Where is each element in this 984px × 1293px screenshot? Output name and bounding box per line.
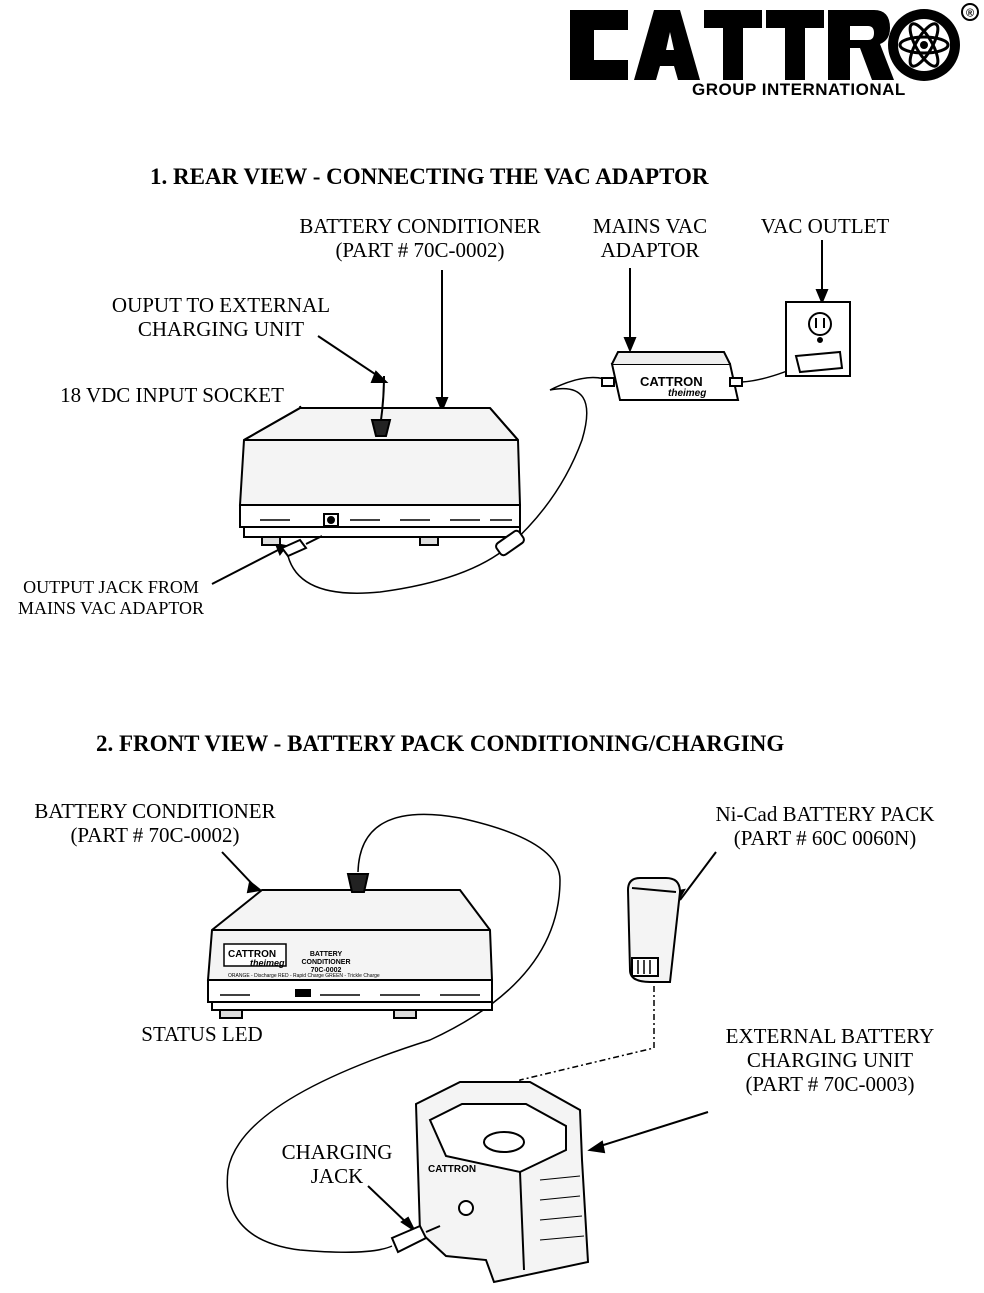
conditioner-legend: ORANGE - Discharge RED - Rapid Charge GR… [228, 973, 380, 979]
label-charging-jack: CHARGING JACK [262, 1140, 412, 1188]
conditioner-title-3: 70C-0002 [311, 967, 342, 974]
label-line: CHARGING [281, 1140, 393, 1164]
cable-ferrite [495, 529, 525, 557]
leader-line [367, 1185, 411, 1227]
label-line: JACK [310, 1164, 364, 1188]
external-charging-unit [390, 1081, 590, 1284]
label-external-charging-unit: EXTERNAL BATTERY CHARGING UNIT (PART # 7… [690, 1024, 970, 1096]
adaptor-sub-text: theimeg [668, 388, 706, 399]
label-status-led: STATUS LED [141, 1022, 263, 1046]
mains-vac-adaptor [601, 351, 743, 401]
cattron-logo: ® [570, 3, 979, 81]
label-line: (PART # 70C-0002) [335, 238, 505, 262]
leader-line [593, 1111, 709, 1149]
label-line: (PART # 70C-0003) [745, 1072, 915, 1096]
label-line: (PART # 60C 0060N) [733, 826, 917, 850]
label-nicad-pack: Ni-Cad BATTERY PACK (PART # 60C 0060N) [680, 802, 970, 850]
label-input-socket: 18 VDC INPUT SOCKET [60, 383, 284, 407]
leader-line [679, 851, 717, 901]
label-line: ADAPTOR [600, 238, 700, 262]
label-line: CHARGING UNIT [137, 317, 305, 341]
label-battery-conditioner-front: BATTERY CONDITIONER (PART # 70C-0002) [5, 799, 305, 847]
label-battery-conditioner-rear: BATTERY CONDITIONER (PART # 70C-0002) [270, 214, 570, 262]
logo-subtitle: GROUP INTERNATIONAL [692, 80, 906, 99]
label-line: OUPUT TO EXTERNAL [111, 293, 331, 317]
status-led [295, 989, 311, 997]
label-line: BATTERY CONDITIONER [299, 214, 541, 238]
label-line: MAINS VAC ADAPTOR [17, 598, 205, 618]
nicad-battery-pack [626, 877, 682, 983]
leader-line [211, 547, 283, 585]
battery-conditioner-rear [238, 375, 522, 546]
section2-heading: 2. FRONT VIEW - BATTERY PACK CONDITIONIN… [96, 731, 785, 756]
conditioner-sub: theimeg [250, 958, 285, 968]
leader-line [317, 335, 385, 381]
charger-brand: CATTRON [428, 1164, 476, 1175]
label-output-external: OUPUT TO EXTERNAL CHARGING UNIT [86, 293, 356, 341]
label-mains-vac-adaptor: MAINS VAC ADAPTOR [570, 214, 730, 262]
conditioner-title-1: BATTERY [310, 951, 343, 958]
section1-heading: 1. REAR VIEW - CONNECTING THE VAC ADAPTO… [150, 164, 709, 189]
output-jack-plug [280, 535, 323, 558]
label-line: CHARGING UNIT [746, 1048, 914, 1072]
vac-outlet [785, 301, 851, 377]
label-line: OUTPUT JACK FROM [23, 577, 199, 597]
label-output-jack: OUTPUT JACK FROM MAINS VAC ADAPTOR [0, 577, 222, 619]
label-line: MAINS VAC [592, 214, 708, 238]
label-vac-outlet: VAC OUTLET [760, 214, 890, 238]
label-line: (PART # 70C-0002) [70, 823, 240, 847]
label-line: BATTERY CONDITIONER [34, 799, 276, 823]
conditioner-logo-box [223, 943, 287, 967]
conditioner-to-charger-cable [226, 813, 561, 1253]
label-line: Ni-Cad BATTERY PACK [715, 802, 935, 826]
registered-mark: ® [966, 8, 974, 20]
adaptor-cable [287, 376, 613, 594]
conditioner-title-2: CONDITIONER [302, 959, 351, 966]
label-line: EXTERNAL BATTERY [725, 1024, 935, 1048]
adaptor-brand-text: CATTRON [640, 374, 703, 389]
conditioner-brand: CATTRON [228, 949, 276, 960]
